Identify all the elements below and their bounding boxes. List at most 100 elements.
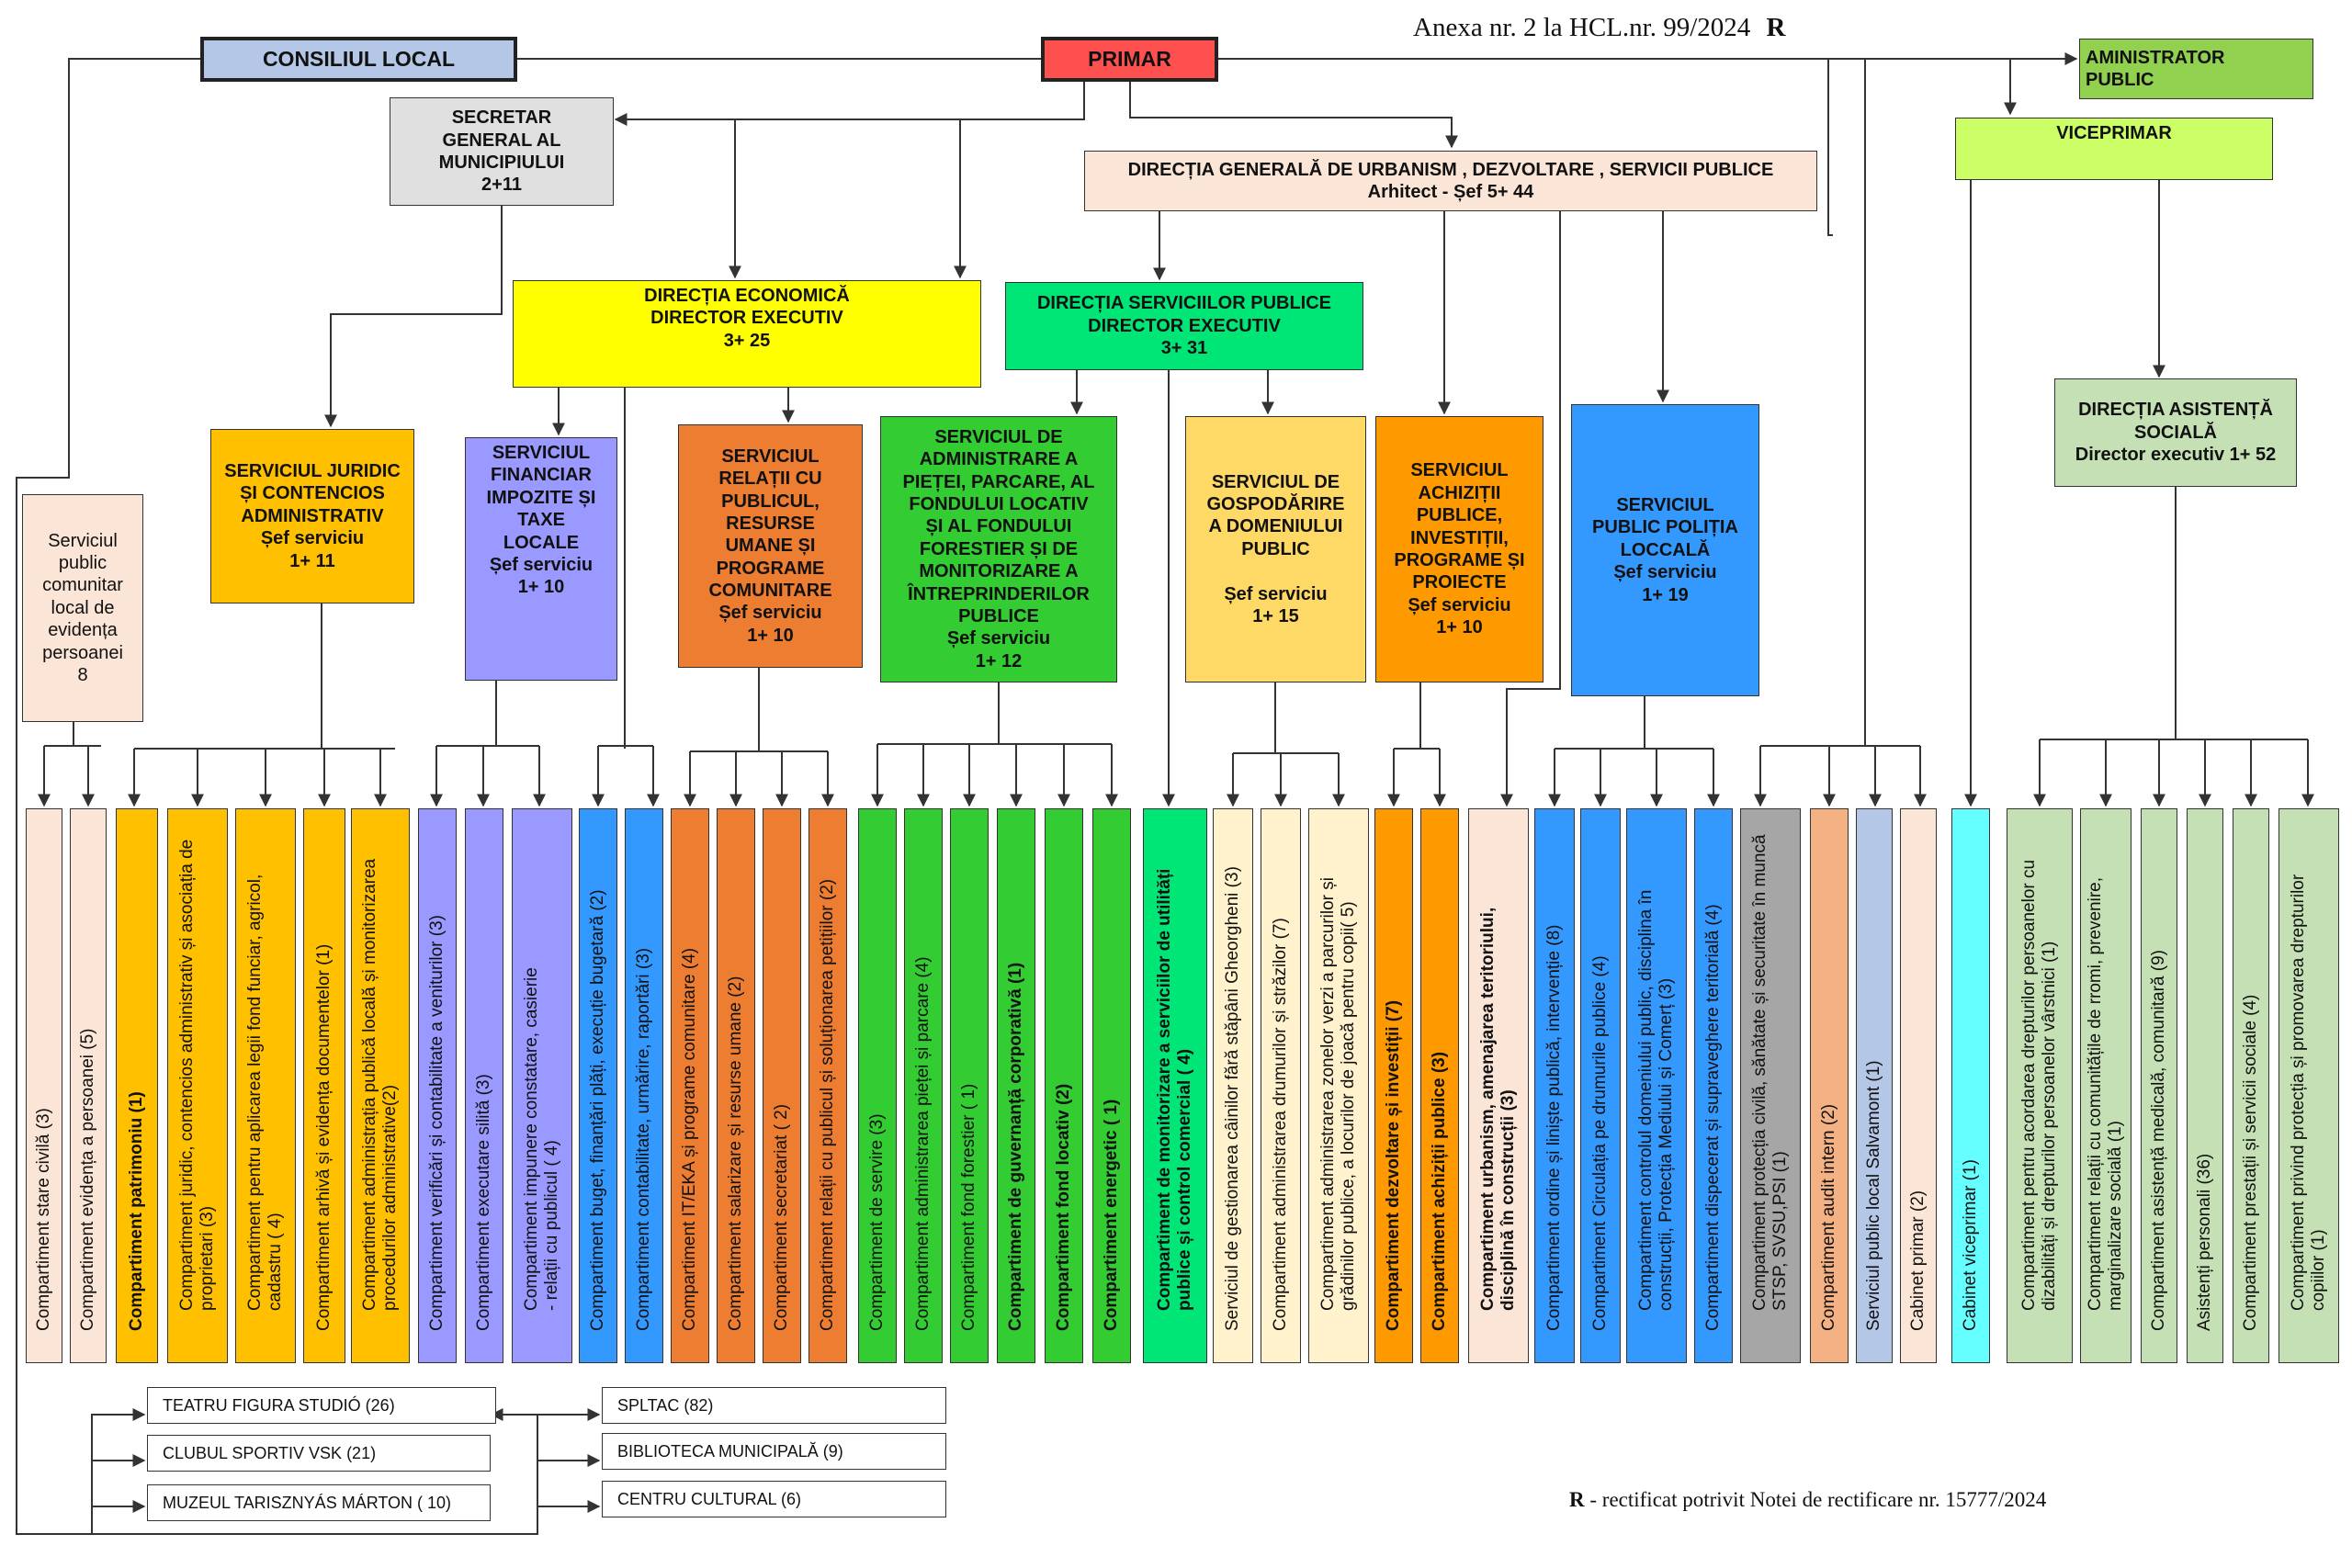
compartment-4: Compartiment juridic, contencios adminis…: [167, 808, 228, 1363]
compartment-label: Compartiment fond forestier ( 1): [959, 1083, 979, 1332]
compartment-label: Compartiment de monitorizare a serviciil…: [1155, 868, 1194, 1312]
compartment-33: Compartiment dispecerat și supraveghere …: [1694, 808, 1733, 1363]
footer-note: R - rectificat potrivit Notei de rectifi…: [1569, 1488, 2046, 1512]
primar-to-secretar: [614, 82, 1085, 126]
box-serviciul-politia-locala: SERVICIUL PUBLIC POLIȚIA LOCCALĂ Șef ser…: [1571, 404, 1759, 696]
institution-box-2: CLUBUL SPORTIV VSK (21): [147, 1435, 491, 1472]
compartment-label: Compartiment administrația publică local…: [360, 859, 400, 1312]
institution-box-5: BIBLIOTECA MUNICIPALĂ (9): [602, 1433, 946, 1470]
compartment-label: Compartiment buget, finanțări plăți, exe…: [588, 889, 608, 1332]
compartment-38: Cabinet viceprimar (1): [1951, 808, 1990, 1363]
compartment-label: Compartiment pentru aplicarea legii fond…: [245, 874, 285, 1312]
compartment-39: Compartiment pentru acordarea drepturilo…: [2007, 808, 2073, 1363]
box-directia-servicii-publice: DIRECȚIA SERVICIILOR PUBLICE DIRECTOR EX…: [1005, 282, 1363, 370]
compartment-label: Compartiment fond locativ (2): [1054, 1083, 1074, 1332]
compartment-16: Compartiment relații cu publicul și solu…: [808, 808, 847, 1363]
compartment-label: Compartiment pentru acordarea drepturilo…: [2019, 860, 2059, 1312]
compartment-21: Compartiment fond locativ (2): [1045, 808, 1083, 1363]
compartment-label: Compartiment impunere constatare, casier…: [522, 967, 561, 1312]
compartment-5: Compartiment pentru aplicarea legii fond…: [235, 808, 296, 1363]
box-serviciul-financiar: SERVICIUL FINANCIAR IMPOZITE ȘI TAXE LOC…: [465, 437, 617, 681]
compartment-label: Serviciul de gestionarea câinilor fără s…: [1223, 866, 1243, 1332]
compartment-label: Compartiment IT/EKA și programe comunita…: [680, 948, 700, 1332]
compartment-32: Compartiment controlul domeniului public…: [1626, 808, 1687, 1363]
box-secretar-general: SECRETAR GENERAL AL MUNICIPIULUI 2+11: [390, 97, 614, 206]
compartment-label: Compartiment dispecerat și supraveghere …: [1703, 904, 1724, 1332]
compartment-9: Compartiment executare silită (3): [465, 808, 503, 1363]
compartment-label: Compartiment stare civilă (3): [34, 1108, 54, 1332]
compartment-label: Compartiment urbanism, amenajarea terito…: [1478, 908, 1518, 1312]
compartment-17: Compartiment de servire (3): [858, 808, 897, 1363]
box-consiliul-local: CONSILIUL LOCAL: [200, 37, 517, 82]
institution-box-3: MUZEUL TARISZNYÁS MÁRTON ( 10): [147, 1484, 491, 1521]
compartment-label: Compartiment administrarea pieței și par…: [913, 956, 933, 1332]
compartment-11: Compartiment buget, finanțări plăți, exe…: [579, 808, 617, 1363]
box-directia-generala-urbanism: DIRECȚIA GENERALĂ DE URBANISM , DEZVOLTA…: [1084, 151, 1817, 211]
annex-note: Anexa nr. 2 la HCL.nr. 99/2024 R: [1413, 13, 1786, 43]
compartment-label: Compartiment Circulația pe drumurile pub…: [1590, 955, 1611, 1332]
compartment-37: Cabinet primar (2): [1900, 808, 1937, 1363]
compartment-label: Compartiment de servire (3): [867, 1113, 888, 1332]
compartment-15: Compartiment secretariat ( 2): [763, 808, 801, 1363]
institution-box-4: SPLTAC (82): [602, 1387, 946, 1424]
compartment-12: Compartiment contabilitate, urmărire, ra…: [625, 808, 663, 1363]
box-serviciul-gospodarire: SERVICIUL DE GOSPODĂRIRE A DOMENIULUI PU…: [1185, 416, 1366, 682]
compartment-25: Compartiment administrarea drumurilor și…: [1261, 808, 1301, 1363]
compartment-43: Compartiment prestații și servicii socia…: [2233, 808, 2269, 1363]
compartment-19: Compartiment fond forestier ( 1): [950, 808, 989, 1363]
compartment-27: Compartiment dezvoltare și investiții (7…: [1374, 808, 1413, 1363]
box-directia-economica: DIRECȚIA ECONOMICĂ DIRECTOR EXECUTIV 3+ …: [513, 280, 981, 388]
compartment-3: Compartiment patrimoniu (1): [116, 808, 158, 1363]
compartment-label: Compartiment de guvernanță corporativă (…: [1006, 962, 1026, 1332]
footer-mark: R: [1569, 1488, 1585, 1511]
compartment-29: Compartiment urbanism, amenajarea terito…: [1468, 808, 1529, 1363]
compartment-20: Compartiment de guvernanță corporativă (…: [997, 808, 1035, 1363]
compartment-label: Compartiment relații cu publicul și solu…: [818, 879, 838, 1332]
compartment-22: Compartiment energetic ( 1): [1092, 808, 1131, 1363]
compartment-label: Compartiment administrarea zonelor verzi…: [1318, 877, 1358, 1312]
compartment-44: Compartiment privind protecția și promov…: [2278, 808, 2339, 1363]
compartment-label: Compartiment audit intern (2): [1819, 1104, 1839, 1332]
compartment-label: Compartiment patrimoniu (1): [127, 1091, 147, 1332]
compartment-label: Compartiment ordine și liniște publică, …: [1544, 924, 1565, 1332]
compartment-14: Compartiment salarizare și resurse umane…: [717, 808, 755, 1363]
institution-box-1: TEATRU FIGURA STUDIÓ (26): [147, 1387, 496, 1424]
compartment-label: Cabinet viceprimar (1): [1961, 1159, 1981, 1332]
compartment-label: Compartiment energetic ( 1): [1102, 1099, 1122, 1332]
compartment-label: Compartiment verificări și contabilitate…: [427, 915, 447, 1332]
compartment-40: Compartiment relații cu comunitățile de …: [2080, 808, 2132, 1363]
institution-box-6: CENTRU CULTURAL (6): [602, 1481, 946, 1517]
compartment-label: Compartiment juridic, contencios adminis…: [177, 840, 217, 1312]
compartment-label: Compartiment prestații și servicii socia…: [2241, 994, 2261, 1332]
compartment-34: Compartiment protecția civilă, sănătate …: [1740, 808, 1801, 1363]
compartment-label: Compartiment relații cu comunitățile de …: [2086, 877, 2125, 1312]
consiliu-institutions: [16, 58, 538, 1535]
compartment-label: Compartiment salarizare și resurse umane…: [726, 976, 746, 1332]
compartment-label: Compartiment arhivă și evidența document…: [314, 943, 334, 1332]
compartment-label: Cabinet primar (2): [1908, 1190, 1928, 1332]
secretar-to-juridic: [324, 206, 503, 428]
primar-branch-right: [1827, 59, 1833, 236]
compartment-2: Compartiment evidența a persoanei (5): [70, 808, 107, 1363]
footer-text: - rectificat potrivit Notei de rectifica…: [1589, 1488, 2047, 1511]
compartment-label: Compartiment asistență medicală, comunit…: [2149, 950, 2169, 1332]
compartment-label: Serviciul public local Salvamont (1): [1864, 1060, 1884, 1332]
compartment-label: Compartiment executare silită (3): [474, 1074, 494, 1332]
compartment-7: Compartiment administrația publică local…: [351, 808, 410, 1363]
primar-to-dgu: [1129, 82, 1458, 149]
compartment-label: Compartiment contabilitate, urmărire, ra…: [634, 948, 654, 1332]
box-serviciul-administrare-piete: SERVICIUL DE ADMINISTRARE A PIEȚEI, PARC…: [880, 416, 1117, 682]
compartment-28: Compartiment achiziții publice (3): [1420, 808, 1459, 1363]
compartment-30: Compartiment ordine și liniște publică, …: [1534, 808, 1575, 1363]
box-serviciul-relatii-publicul: SERVICIUL RELAȚII CU PUBLICUL, RESURSE U…: [678, 424, 863, 668]
compartment-label: Compartiment achiziții publice (3): [1430, 1052, 1450, 1332]
compartment-label: Compartiment controlul domeniului public…: [1636, 889, 1676, 1312]
box-viceprimar: VICEPRIMAR: [1955, 118, 2273, 180]
compartment-label: Compartiment administrarea drumurilor și…: [1271, 918, 1291, 1332]
compartment-8: Compartiment verificări și contabilitate…: [418, 808, 457, 1363]
to-teatru: [91, 1408, 146, 1534]
compartment-35: Compartiment audit intern (2): [1810, 808, 1849, 1363]
box-primar: PRIMAR: [1041, 37, 1218, 82]
compartment-10: Compartiment impunere constatare, casier…: [512, 808, 572, 1363]
